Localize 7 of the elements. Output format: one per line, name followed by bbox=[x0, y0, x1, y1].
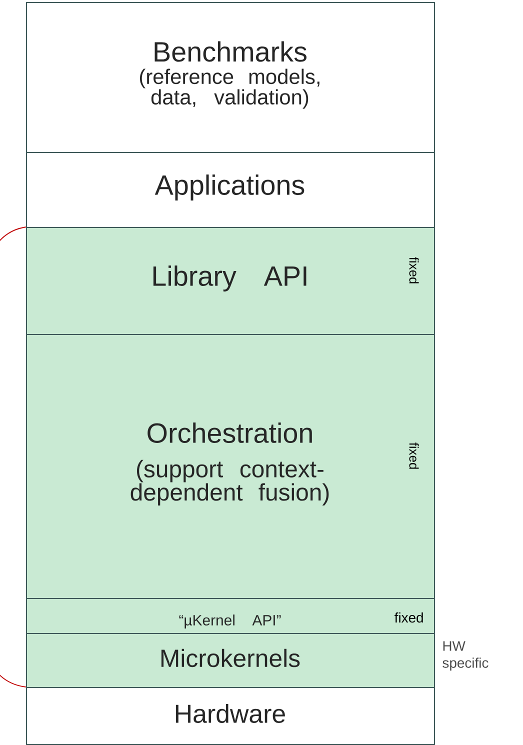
layer-band: “µKernel API” fixed bbox=[26, 598, 435, 634]
layer-band: Applications bbox=[26, 152, 435, 228]
layer-band: Benchmarks (reference models, data, validation) bbox=[26, 2, 435, 153]
side-note: HW specific bbox=[442, 641, 488, 671]
layer-band: Hardware bbox=[26, 687, 435, 745]
layer-band: Library API fixed bbox=[26, 227, 435, 335]
layer-band: Microkernels bbox=[26, 633, 435, 688]
